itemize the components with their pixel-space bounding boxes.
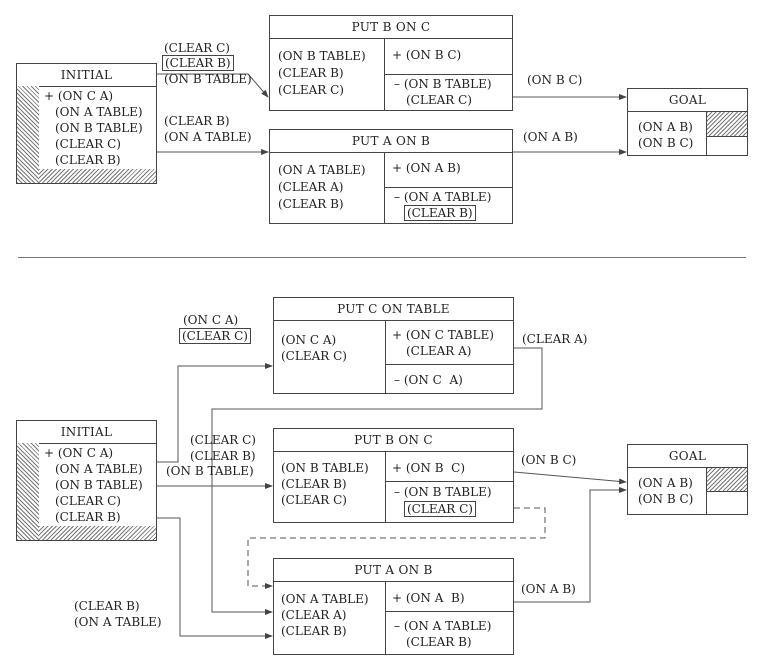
panel-divider	[18, 257, 746, 258]
wire-initial-to-put-c-on-table	[156, 363, 273, 463]
put-c-on-table-box: PUT C ON TABLE (ON C A) (CLEAR C) + (ON …	[273, 297, 514, 394]
add-effect: + (ON B C)	[392, 48, 462, 62]
add-effect: + (ON A B)	[392, 591, 465, 605]
precondition: (CLEAR A)	[278, 180, 344, 194]
initial-line: (ON A TABLE)	[55, 462, 143, 476]
initial-box: INITIAL + (ON C A) (ON A TABLE) (ON B TA…	[16, 63, 157, 184]
initial-line: + (ON C A)	[44, 89, 114, 103]
label-clear-b-boxed: (CLEAR B)	[162, 55, 234, 71]
goal-hatch	[707, 468, 747, 491]
precondition: (CLEAR C)	[281, 349, 347, 363]
precondition: (CLEAR B)	[281, 477, 347, 491]
goal-title: GOAL	[628, 89, 747, 112]
add-effect: + (ON A B)	[392, 161, 461, 175]
put-b-on-c-box-b: PUT B ON C (ON B TABLE) (CLEAR B) (CLEAR…	[273, 428, 514, 523]
goal-line: (ON A B)	[638, 120, 693, 134]
put-c-on-table-title: PUT C ON TABLE	[274, 298, 513, 321]
goal-line: (ON B C)	[638, 136, 694, 150]
delete-effect: – (ON B TABLE)	[394, 485, 492, 499]
delete-effect: – (ON A TABLE)	[394, 190, 492, 204]
initial-box-b: INITIAL + (ON C A) (ON A TABLE) (ON B TA…	[16, 420, 157, 541]
precondition: (ON C A)	[281, 333, 337, 347]
label-on-b-table: (ON B TABLE)	[166, 464, 254, 478]
put-a-on-b-box-b: PUT A ON B (ON A TABLE) (CLEAR A) (CLEAR…	[273, 558, 514, 655]
goal-box: GOAL (ON A B) (ON B C)	[627, 88, 748, 156]
initial-line: (CLEAR B)	[55, 510, 121, 524]
precondition: (ON A TABLE)	[278, 163, 366, 177]
precondition: (ON B TABLE)	[278, 49, 366, 63]
delete-effect: – (ON C A)	[394, 373, 463, 387]
put-b-on-c-title: PUT B ON C	[270, 16, 512, 39]
wire-put-c-on-table-to-put-a-on-b	[211, 347, 543, 615]
label-on-b-c: (ON B C)	[521, 453, 577, 467]
precondition: (ON A TABLE)	[281, 592, 369, 606]
label-clear-b-lower: (CLEAR B)	[74, 599, 140, 613]
wire-dashed-ordering	[247, 507, 546, 589]
label-clear-b: (CLEAR B)	[190, 449, 256, 463]
label-on-a-b: (ON A B)	[521, 582, 576, 596]
delete-effect: (CLEAR C)	[404, 501, 476, 518]
put-a-on-b-title: PUT A ON B	[270, 130, 512, 153]
delete-effect: (CLEAR B)	[406, 635, 472, 649]
wire-put-b-on-c-to-goal-b	[513, 471, 627, 485]
put-a-on-b-box: PUT A ON B (ON A TABLE) (CLEAR A) (CLEAR…	[269, 129, 513, 224]
initial-hatch-left	[17, 86, 39, 183]
initial-line: + (ON C A)	[44, 446, 114, 460]
delete-effect: – (ON A TABLE)	[394, 619, 492, 633]
initial-title: INITIAL	[17, 421, 156, 444]
wire-initial-to-put-b-on-c	[156, 73, 269, 98]
add-effect: + (ON C TABLE)	[392, 328, 494, 342]
goal-hatch	[707, 112, 747, 136]
label-on-b-table: (ON B TABLE)	[164, 72, 252, 86]
initial-hatch-bottom	[39, 526, 156, 540]
initial-line: (ON B TABLE)	[55, 121, 143, 135]
label-clear-c: (CLEAR C)	[164, 41, 230, 55]
delete-effect: (CLEAR C)	[406, 93, 472, 107]
wire-put-a-on-b-to-goal-b	[514, 487, 627, 603]
goal-line: (ON A B)	[638, 476, 693, 490]
precondition: (CLEAR B)	[278, 197, 344, 211]
delete-effect: – (ON B TABLE)	[394, 77, 492, 91]
label-on-b-c: (ON B C)	[527, 73, 583, 87]
precondition: (CLEAR A)	[281, 608, 347, 622]
precondition: (CLEAR B)	[278, 66, 344, 80]
put-b-on-c-title: PUT B ON C	[274, 429, 513, 452]
initial-title: INITIAL	[17, 64, 156, 87]
precondition: (ON B TABLE)	[281, 461, 369, 475]
goal-line: (ON B C)	[638, 492, 694, 506]
initial-line: (CLEAR C)	[55, 494, 121, 508]
initial-hatch-left	[17, 443, 39, 540]
label-clear-c-boxed: (CLEAR C)	[179, 328, 251, 344]
initial-line: (ON B TABLE)	[55, 478, 143, 492]
wire-initial-to-put-a-on-b-b	[156, 517, 273, 639]
delete-effect: (CLEAR B)	[404, 205, 476, 222]
initial-line: (CLEAR B)	[55, 153, 121, 167]
precondition: (CLEAR C)	[278, 83, 344, 97]
put-b-on-c-box: PUT B ON C (ON B TABLE) (CLEAR B) (CLEAR…	[269, 15, 513, 111]
put-a-on-b-title: PUT A ON B	[274, 559, 513, 582]
precondition: (CLEAR C)	[281, 493, 347, 507]
precondition: (CLEAR B)	[281, 624, 347, 638]
add-effect: + (ON B C)	[392, 461, 466, 475]
label-on-a-table: (ON A TABLE)	[164, 130, 252, 144]
goal-title: GOAL	[628, 445, 747, 468]
label-on-c-a: (ON C A)	[183, 313, 239, 327]
label-on-a-b: (ON A B)	[523, 130, 578, 144]
label-on-a-table: (ON A TABLE)	[74, 615, 162, 629]
label-clear-b: (CLEAR B)	[164, 114, 230, 128]
label-clear-c: (CLEAR C)	[190, 433, 256, 447]
add-effect: (CLEAR A)	[406, 344, 472, 358]
label-clear-a: (CLEAR A)	[522, 332, 588, 346]
goal-box-b: GOAL (ON A B) (ON B C)	[627, 444, 748, 515]
initial-line: (CLEAR C)	[55, 137, 121, 151]
initial-hatch-bottom	[39, 169, 156, 183]
initial-line: (ON A TABLE)	[55, 105, 143, 119]
